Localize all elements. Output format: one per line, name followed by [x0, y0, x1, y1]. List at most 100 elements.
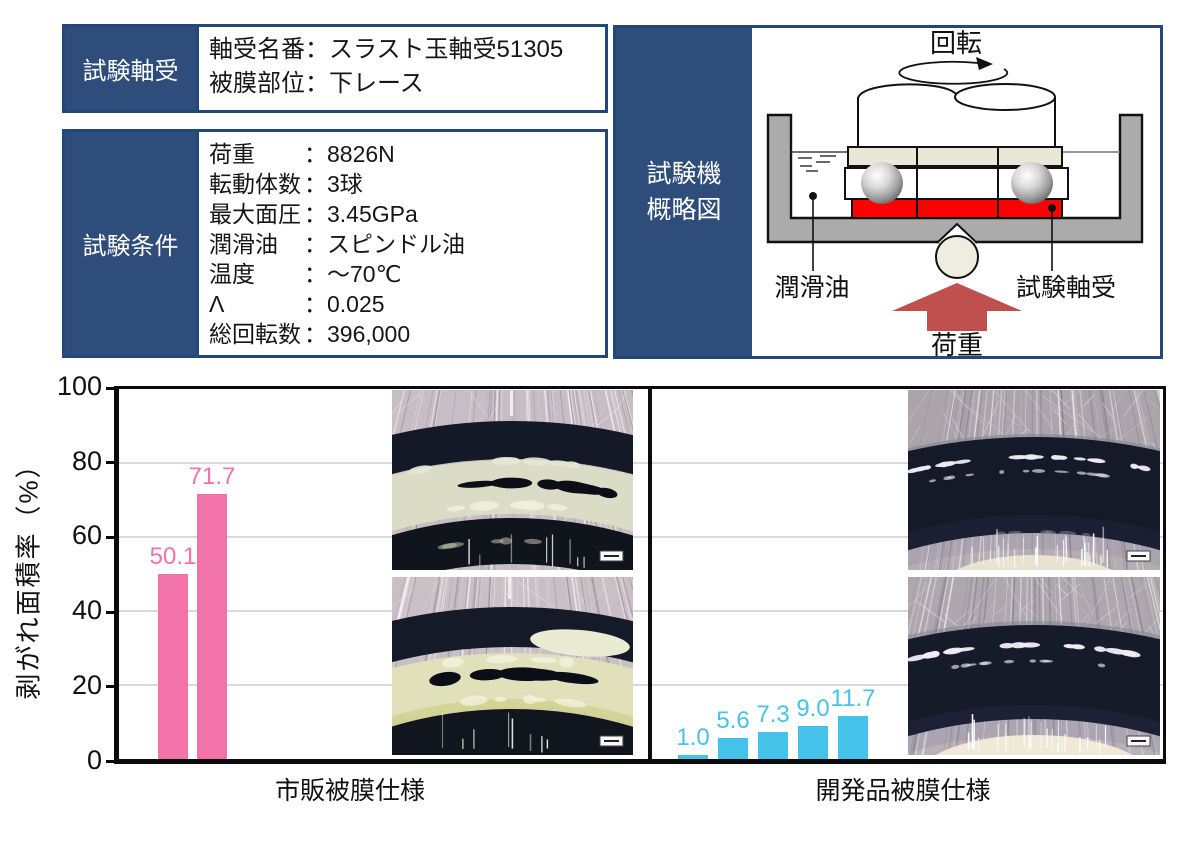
gridline: [119, 684, 1163, 686]
row-label: 潤滑油: [209, 231, 278, 257]
table-row: 温度 ：～70℃: [209, 259, 605, 289]
y-tick: [106, 386, 114, 390]
row-separator: ：: [305, 70, 329, 97]
row-value: 3.45GPa: [327, 201, 418, 227]
bar: [158, 573, 188, 759]
upper-race: [847, 146, 1063, 167]
y-tick-label: 60: [71, 520, 102, 551]
bar-value-label: 7.3: [756, 701, 790, 728]
row-label: 軸受名番: [209, 36, 305, 63]
test-bearing-label: 試験軸受: [1016, 274, 1116, 302]
y-tick-label: 0: [86, 744, 102, 775]
table-row: 潤滑油 ：スピンドル油: [209, 229, 605, 259]
table-row: 被膜部位：下レース: [209, 67, 605, 101]
bar: [678, 755, 708, 759]
bar-value-label: 5.6: [716, 707, 750, 735]
row-label: 転動体数: [209, 171, 301, 197]
row-value: スラスト玉軸受51305: [329, 36, 564, 63]
row-value: 下レース: [329, 70, 424, 97]
bearing-table-body: 軸受名番：スラスト玉軸受51305 被膜部位：下レース: [196, 27, 605, 110]
table-row: 総回転数：396,000: [209, 319, 605, 349]
bar: [838, 715, 868, 759]
rotation-label: 回転: [930, 28, 982, 58]
category-label-commercial: 市販被膜仕様: [274, 777, 426, 805]
coated-test-race: [851, 198, 1063, 219]
load-ball: [935, 235, 979, 279]
row-value: 3球: [327, 171, 363, 197]
schematic-header-line2: 概略図: [646, 196, 722, 224]
load-label: 荷重: [931, 330, 983, 356]
row-value: ～70℃: [327, 261, 402, 287]
row-label: Λ: [209, 291, 225, 317]
conditions-table-header: 試験条件: [65, 132, 196, 355]
lubricant-label: 潤滑油: [774, 274, 849, 302]
row-separator: ：: [305, 36, 329, 63]
rotation-arrow-icon: [898, 57, 1009, 85]
oil-cup: [766, 113, 1144, 244]
table-row: 最大面圧：3.45GPa: [209, 199, 605, 229]
micrograph-commercial-top: [392, 390, 633, 570]
table-row: 荷重 ：8826N: [209, 139, 605, 169]
row-label: 温度: [209, 261, 255, 287]
row-label: 被膜部位: [209, 70, 305, 97]
row-label: 総回転数: [209, 321, 301, 347]
gridline: [119, 462, 1163, 464]
load-arrow-icon: [892, 283, 1022, 331]
row-value: スピンドル油: [327, 231, 465, 257]
y-tick-label: 40: [71, 595, 102, 626]
oil-level-marks: [791, 151, 1120, 172]
spindle-cylinder: [857, 83, 1056, 164]
row-label: 荷重: [209, 141, 255, 167]
bearing-table-header: 試験軸受: [65, 27, 196, 110]
schematic-header-line1: 試験機: [646, 160, 722, 188]
bar-value-label: 11.7: [830, 684, 876, 712]
micrograph-developed-bottom: [908, 577, 1160, 755]
gridline: [119, 536, 1163, 538]
group-divider: [648, 389, 652, 759]
row-value: 396,000: [327, 321, 411, 347]
schematic-drawing-area: 回転: [752, 28, 1160, 356]
bearing-table: 試験軸受 軸受名番：スラスト玉軸受51305 被膜部位：下レース: [62, 24, 608, 113]
y-tick-label: 80: [71, 445, 102, 476]
row-label: 最大面圧: [209, 201, 301, 227]
lubricant-leader-line: [809, 192, 817, 271]
test-machine-schematic: 回転: [766, 28, 1144, 356]
micrograph-commercial-bottom: [392, 577, 633, 755]
bearing-ball: [861, 162, 903, 204]
row-separator: ：: [304, 321, 327, 347]
y-tick: [106, 610, 114, 614]
row-separator: ：: [304, 171, 327, 197]
bar: [798, 725, 828, 759]
y-tick-label: 100: [56, 370, 102, 401]
bar: [758, 732, 788, 759]
bar-value-label: 9.0: [796, 694, 830, 722]
row-separator: ：: [304, 261, 327, 287]
row-separator: ：: [304, 201, 327, 227]
y-tick: [106, 685, 114, 689]
bar: [197, 493, 227, 759]
row-separator: ：: [304, 291, 327, 317]
bar-value-label: 71.7: [188, 462, 236, 490]
bar: [718, 738, 748, 759]
row-separator: ：: [304, 141, 327, 167]
row-separator: ：: [304, 231, 327, 257]
test-bearing-leader-line: [1048, 204, 1056, 271]
bearing-ball: [1011, 162, 1053, 204]
table-row: 転動体数：3球: [209, 169, 605, 199]
row-value: 8826N: [327, 141, 395, 167]
schematic-panel-header: 試験機 概略図: [616, 28, 752, 356]
table-row: Λ ：0.025: [209, 289, 605, 319]
row-value: 0.025: [327, 291, 385, 317]
y-tick: [106, 535, 114, 539]
micrograph-developed-top: [908, 390, 1160, 570]
bar-value-label: 1.0: [676, 724, 710, 752]
y-tick: [106, 461, 114, 465]
schematic-panel: 試験機 概略図 回転: [613, 25, 1163, 359]
y-tick: [106, 760, 114, 763]
bar-value-label: 50.1: [149, 542, 197, 570]
